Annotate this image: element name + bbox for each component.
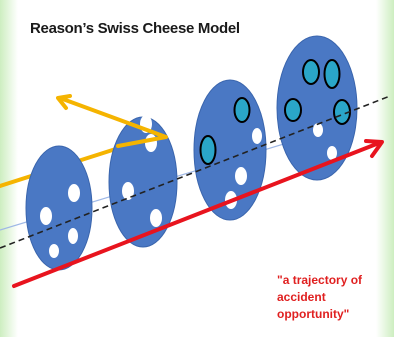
caption-line-2: accident <box>277 290 326 304</box>
slice-4-hole <box>327 146 337 160</box>
slice-2-hole <box>122 182 134 200</box>
slice-3 <box>193 79 267 221</box>
slice-4 <box>276 35 358 181</box>
slice-4-hole <box>313 123 323 137</box>
slice-4-blocked-hole <box>284 98 302 122</box>
slice-3-blocked-hole <box>233 97 251 123</box>
slice-4-blocked-hole <box>323 59 341 89</box>
slice-2-hole <box>145 134 157 152</box>
caption-line-1: "a trajectory of <box>277 273 363 287</box>
slice-3-hole <box>235 167 247 185</box>
slice-1-hole <box>49 244 59 258</box>
slice-3-hole <box>252 128 262 144</box>
slice-2-hole <box>150 209 162 227</box>
slice-1-hole <box>68 228 78 244</box>
yellow-trajectory-deflection <box>56 94 168 148</box>
slice-1-hole <box>68 184 80 202</box>
red-trajectory-arrow <box>12 139 384 288</box>
diagram-title: Reason’s Swiss Cheese Model <box>30 20 240 37</box>
slice-4-blocked-hole <box>302 59 320 85</box>
caption-line-3: opportunity" <box>277 307 350 321</box>
slice-3-blocked-hole <box>199 135 217 165</box>
slice-1-hole <box>40 207 52 225</box>
slice-2 <box>108 115 178 248</box>
slice-1 <box>25 145 93 271</box>
caption-text: "a trajectory of accident opportunity" <box>277 272 377 323</box>
